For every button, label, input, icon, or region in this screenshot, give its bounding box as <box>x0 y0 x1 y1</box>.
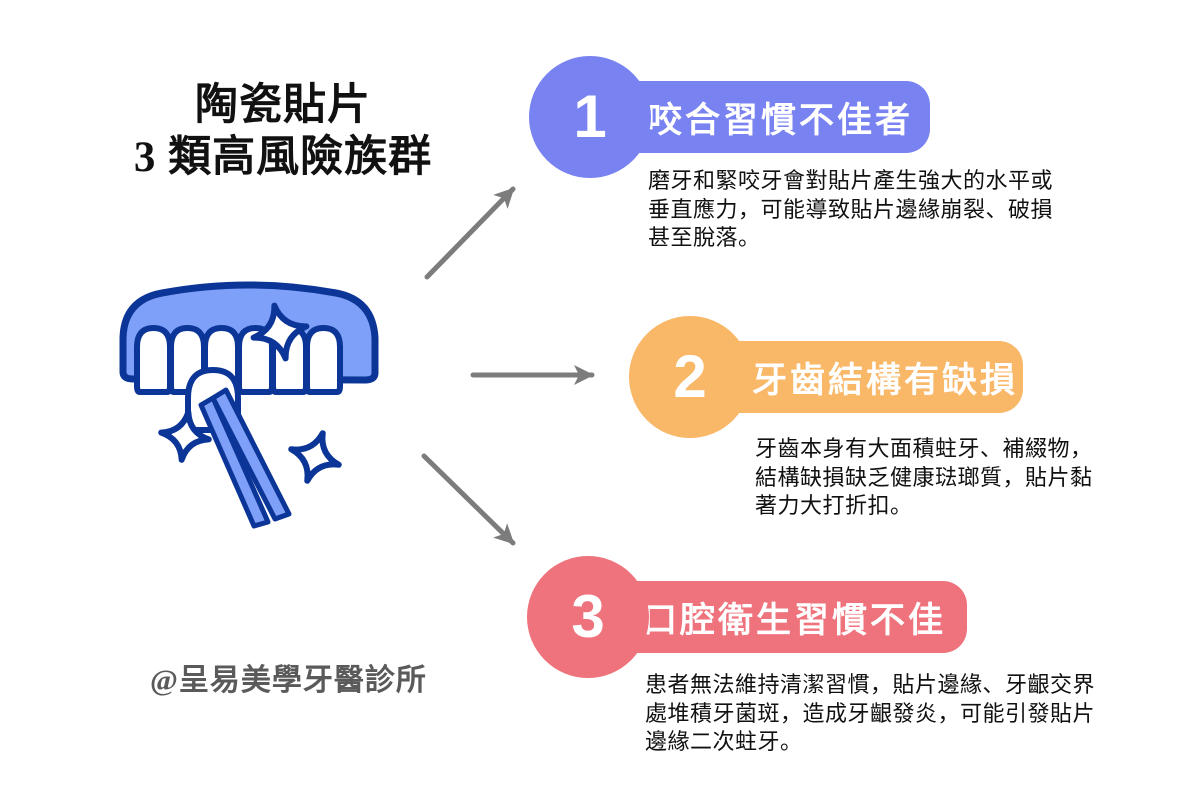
item-2-label: 牙齒結構有缺損 <box>752 360 1019 400</box>
tweezers-icon <box>198 395 271 529</box>
item-3-description: 患者無法維持清潔習慣，貼片邊緣、牙齦交界 處堆積牙菌斑，造成牙齦發炎，可能引發貼… <box>645 671 1095 757</box>
item-1-description: 磨牙和緊咬牙會對貼片產生強大的水平或 垂直應力，可能導致貼片邊緣崩裂、破損 甚至… <box>648 167 1053 253</box>
description-line: 結構缺損缺乏健康琺瑯質，貼片黏 <box>755 464 1093 490</box>
tweezers-icon <box>210 387 292 522</box>
clinic-watermark: @呈易美學牙醫診所 <box>150 664 427 697</box>
title-line-2: 3 類高風險族群 <box>133 134 433 181</box>
description-line: 甚至脫落。 <box>648 225 761 250</box>
description-line: 邊緣二次蛀牙。 <box>645 729 803 754</box>
sparkle-icon <box>250 302 310 362</box>
description-line: 著力大打折扣。 <box>755 493 913 518</box>
tooth-shape <box>304 325 343 395</box>
item-1-number-badge: 1 <box>529 56 651 178</box>
description-line: 患者無法維持清潔習慣，貼片邊緣、牙齦交界 <box>645 672 1096 697</box>
item-3-number-badge: 3 <box>527 556 649 678</box>
item-3-header-pill: 口腔衛生習慣不佳 <box>588 581 967 653</box>
arrow-to-item-1 <box>424 186 516 280</box>
item-3-number: 3 <box>571 583 605 650</box>
sparkle-icon <box>158 409 212 463</box>
teeth-veneer-illustration-icon <box>119 281 379 529</box>
description-line: 牙齒本身有大面積蛀牙、補綴物， <box>755 436 1093 461</box>
item-2-number: 2 <box>673 343 707 410</box>
title-line-1: 陶瓷貼片 <box>195 82 371 129</box>
page-title: 陶瓷貼片 3 類高風險族群 <box>80 80 486 184</box>
tooth-shape <box>134 325 173 395</box>
item-3-label: 口腔衛生習慣不佳 <box>642 600 947 640</box>
description-line: 磨牙和緊咬牙會對貼片產生強大的水平或 <box>648 168 1054 193</box>
item-2-description: 牙齒本身有大面積蛀牙、補綴物， 結構缺損缺乏健康琺瑯質，貼片黏 著力大打折扣。 <box>755 435 1093 521</box>
sparkle-icon <box>288 430 342 484</box>
arrow-to-item-3 <box>421 453 516 546</box>
item-1-label: 咬合習慣不佳者 <box>647 100 914 140</box>
description-line: 垂直應力，可能導致貼片邊緣崩裂、破損 <box>648 196 1054 222</box>
item-1-number: 1 <box>573 83 607 150</box>
item-2-number-badge: 2 <box>629 316 751 438</box>
description-line: 處堆積牙菌斑，造成牙齦發炎，可能引發貼片 <box>645 700 1096 726</box>
